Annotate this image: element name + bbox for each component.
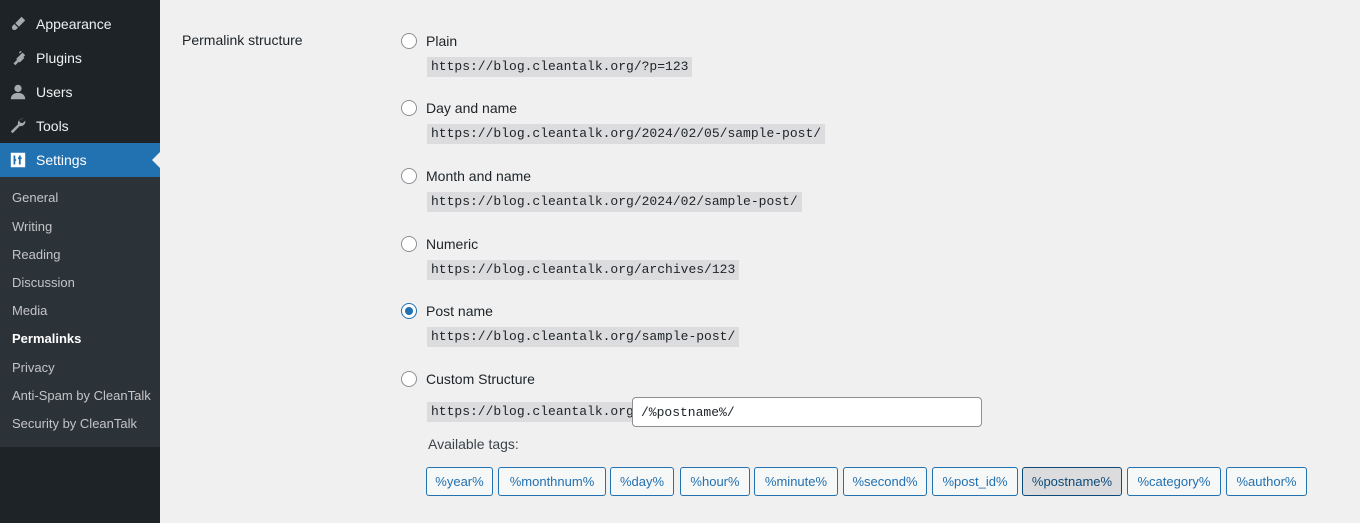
submenu-permalinks[interactable]: Permalinks — [12, 331, 82, 346]
tag-button-postname[interactable]: %postname% — [1022, 467, 1122, 496]
tag-button-minute[interactable]: %minute% — [754, 467, 838, 496]
radio-line[interactable]: Day and name — [401, 100, 825, 116]
menu-label: Appearance — [36, 16, 112, 32]
sliders-icon — [0, 151, 36, 169]
radio-day-and-name[interactable] — [401, 100, 417, 116]
option-month-and-name: Month and name https://blog.cleantalk.or… — [401, 168, 802, 212]
custom-structure-input[interactable] — [632, 397, 982, 427]
submenu-media[interactable]: Media — [12, 303, 48, 318]
radio-post-name[interactable] — [401, 303, 417, 319]
submenu-discussion[interactable]: Discussion — [12, 275, 75, 290]
radio-label-custom-structure[interactable]: Custom Structure — [426, 371, 535, 387]
radio-label-post-name[interactable]: Post name — [426, 303, 493, 319]
menu-label: Tools — [36, 118, 69, 134]
option-post-name: Post name https://blog.cleantalk.org/sam… — [401, 303, 740, 347]
example-url: https://blog.cleantalk.org/?p=123 — [427, 57, 693, 77]
admin-sidebar: Appearance Plugins Users Tools Settings … — [0, 0, 160, 523]
tag-button-day[interactable]: %day% — [610, 467, 674, 496]
radio-line[interactable]: Post name — [401, 303, 739, 319]
example-url: https://blog.cleantalk.org/2024/02/05/sa… — [427, 124, 826, 144]
menu-tools[interactable]: Tools — [0, 109, 160, 143]
example-url: https://blog.cleantalk.org/2024/02/sampl… — [427, 192, 802, 212]
tag-button-post-id[interactable]: %post_id% — [932, 467, 1018, 496]
settings-submenu: General Writing Reading Discussion Media… — [0, 177, 160, 447]
option-custom-structure: Custom Structure — [401, 371, 535, 387]
tag-button-hour[interactable]: %hour% — [680, 467, 750, 496]
menu-plugins[interactable]: Plugins — [0, 41, 160, 75]
submenu-reading[interactable]: Reading — [12, 247, 61, 262]
radio-line[interactable]: Plain — [401, 33, 692, 49]
tag-button-author[interactable]: %author% — [1226, 467, 1307, 496]
radio-month-and-name[interactable] — [401, 168, 417, 184]
menu-users[interactable]: Users — [0, 75, 160, 109]
permalink-structure-heading: Permalink structure — [182, 32, 303, 48]
tag-button-category[interactable]: %category% — [1127, 467, 1221, 496]
tag-button-monthnum[interactable]: %monthnum% — [498, 467, 606, 496]
radio-line[interactable]: Numeric — [401, 236, 739, 252]
option-plain: Plain https://blog.cleantalk.org/?p=123 — [401, 33, 693, 77]
radio-label-numeric[interactable]: Numeric — [426, 236, 479, 252]
submenu-security-cleantalk[interactable]: Security by CleanTalk — [12, 416, 137, 431]
submenu-antispam-cleantalk[interactable]: Anti-Spam by CleanTalk — [12, 388, 151, 403]
user-icon — [0, 83, 36, 101]
example-url: https://blog.cleantalk.org/archives/123 — [427, 260, 740, 280]
example-url: https://blog.cleantalk.org/sample-post/ — [427, 327, 740, 347]
radio-plain[interactable] — [401, 33, 417, 49]
radio-label-day-and-name[interactable]: Day and name — [426, 100, 518, 116]
plug-icon — [0, 49, 36, 67]
option-numeric: Numeric https://blog.cleantalk.org/archi… — [401, 236, 740, 280]
radio-numeric[interactable] — [401, 236, 417, 252]
radio-label-plain[interactable]: Plain — [426, 33, 458, 49]
submenu-privacy[interactable]: Privacy — [12, 360, 55, 375]
submenu-writing[interactable]: Writing — [12, 219, 53, 234]
tag-button-year[interactable]: %year% — [426, 467, 493, 496]
custom-structure-base-url: https://blog.cleantalk.org — [427, 402, 638, 422]
menu-settings[interactable]: Settings — [0, 143, 160, 177]
menu-label: Users — [36, 84, 73, 100]
available-tags-label: Available tags: — [428, 436, 519, 452]
menu-label: Settings — [36, 152, 87, 168]
paintbrush-icon — [0, 15, 36, 33]
option-day-and-name: Day and name https://blog.cleantalk.org/… — [401, 100, 826, 144]
radio-custom-structure[interactable] — [401, 371, 417, 387]
radio-line[interactable]: Custom Structure — [401, 371, 535, 387]
tag-button-second[interactable]: %second% — [843, 467, 927, 496]
radio-label-month-and-name[interactable]: Month and name — [426, 168, 532, 184]
radio-line[interactable]: Month and name — [401, 168, 802, 184]
submenu-general[interactable]: General — [12, 190, 59, 205]
menu-appearance[interactable]: Appearance — [0, 7, 160, 41]
wrench-icon — [0, 117, 36, 135]
menu-label: Plugins — [36, 50, 82, 66]
